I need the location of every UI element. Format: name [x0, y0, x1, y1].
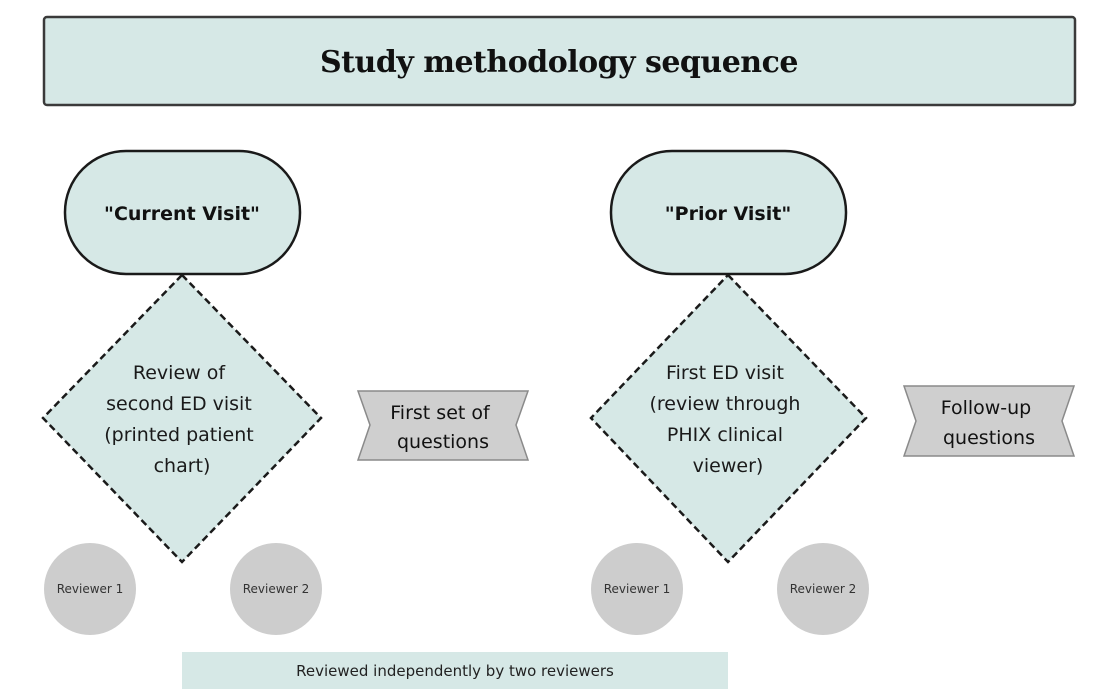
current-visit-terminator: [63, 149, 302, 276]
first-questions-text: First set of questions: [390, 402, 495, 453]
reviewer-circle: [591, 543, 683, 635]
review-line: PHIX clinical: [667, 424, 783, 446]
questions-line: questions: [943, 427, 1035, 449]
review-line: second ED visit: [106, 393, 252, 415]
title-box: [42, 15, 1077, 107]
prior-visit-review-text: First ED visit (review through PHIX clin…: [650, 362, 807, 477]
reviewer-1-node: Reviewer 1: [44, 543, 136, 635]
reviewer-circle: [230, 543, 322, 635]
reviewer-label: Reviewer 2: [790, 582, 857, 596]
footnote-text: Reviewed independently by two reviewers: [296, 662, 614, 680]
current-visit-label: "Current Visit": [104, 203, 260, 225]
follow-up-questions-ribbon: [902, 385, 1076, 457]
footnote-bar: Reviewed independently by two reviewers: [182, 652, 728, 689]
first-questions-ribbon: [356, 390, 530, 461]
follow-up-questions-text: Follow-up questions: [941, 397, 1038, 449]
reviewer-label: Reviewer 2: [243, 582, 310, 596]
review-line: (printed patient: [104, 424, 253, 446]
reviewer-1-node: Reviewer 1: [591, 543, 683, 635]
review-line: chart): [154, 455, 211, 477]
current-visit-review-diamond: [41, 273, 323, 564]
diagram-title: Study methodology sequence: [320, 45, 798, 80]
review-line: viewer): [693, 455, 764, 477]
current-visit-column: "Current Visit" Review of second ED visi…: [41, 149, 530, 635]
footnote-box: [182, 652, 728, 689]
questions-line: Follow-up: [941, 397, 1032, 419]
questions-line: questions: [397, 431, 489, 453]
review-line: Review of: [133, 362, 226, 384]
current-visit-review-text: Review of second ED visit (printed patie…: [104, 362, 260, 477]
prior-visit-column: "Prior Visit" First ED visit (review thr…: [589, 149, 1076, 635]
reviewer-circle: [777, 543, 869, 635]
questions-line: First set of: [390, 402, 491, 424]
reviewer-2-node: Reviewer 2: [777, 543, 869, 635]
title-banner: Study methodology sequence: [42, 15, 1077, 107]
prior-visit-review-diamond: [589, 273, 868, 564]
reviewer-label: Reviewer 1: [604, 582, 671, 596]
review-line: (review through: [650, 393, 801, 415]
reviewer-label: Reviewer 1: [57, 582, 124, 596]
prior-visit-label: "Prior Visit": [665, 203, 791, 225]
reviewer-2-node: Reviewer 2: [230, 543, 322, 635]
reviewer-circle: [44, 543, 136, 635]
review-line: First ED visit: [666, 362, 784, 384]
